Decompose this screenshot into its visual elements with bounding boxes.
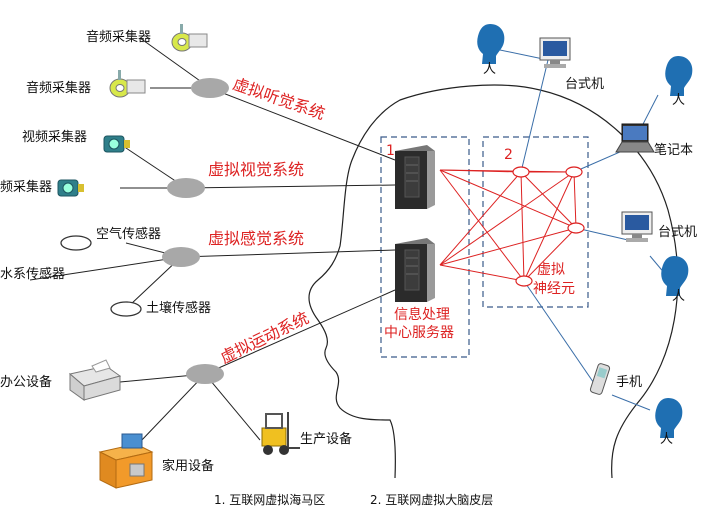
head-outline bbox=[308, 84, 679, 479]
audio-hub bbox=[191, 78, 229, 98]
video-camera-icon bbox=[57, 179, 84, 197]
home-equipment-label: 家用设备 bbox=[162, 459, 215, 474]
office-equipment-label: 办公设备 bbox=[0, 375, 53, 390]
person-icon bbox=[661, 256, 689, 296]
laptop-icon bbox=[615, 123, 655, 153]
server-icon bbox=[395, 238, 435, 302]
person-label: 人 bbox=[483, 62, 497, 77]
video-hub bbox=[167, 178, 205, 198]
desktop-label-2: 台式机 bbox=[658, 225, 698, 240]
audio-collector-label-1: 音频采集器 bbox=[86, 30, 152, 45]
production-equipment-label: 生产设备 bbox=[300, 432, 353, 447]
region-2-number: 2 bbox=[504, 147, 513, 163]
person-label: 人 bbox=[672, 289, 686, 304]
neuron-node bbox=[567, 222, 585, 234]
hippocampus-region-box bbox=[380, 136, 470, 358]
video-collector-label-2: 频采集器 bbox=[0, 180, 53, 195]
audio-collector-label-2: 音频采集器 bbox=[26, 81, 92, 96]
air-sensor-icon bbox=[60, 235, 92, 251]
sensor-hub bbox=[162, 247, 200, 267]
neural-links bbox=[439, 169, 577, 282]
neuron-node bbox=[515, 275, 533, 287]
printer-icon bbox=[68, 359, 122, 401]
soil-sensor-icon bbox=[110, 301, 142, 317]
neuron-node bbox=[512, 166, 530, 178]
person-label: 人 bbox=[660, 432, 674, 447]
water-sensor-label: 水系传感器 bbox=[0, 267, 66, 282]
video-camera-icon bbox=[103, 135, 130, 153]
server-icon bbox=[395, 145, 435, 209]
video-collector-label-1: 视频采集器 bbox=[22, 130, 88, 145]
person-label: 人 bbox=[672, 93, 686, 108]
cortex-region-box bbox=[482, 136, 589, 308]
virtual-sensing-system-label: 虚拟感觉系统 bbox=[208, 229, 305, 248]
neuron-node bbox=[565, 166, 583, 178]
server-label-line2: 中心服务器 bbox=[384, 325, 454, 341]
desktop-computer-icon bbox=[539, 37, 571, 68]
region-1-number: 1 bbox=[386, 143, 395, 159]
virtual-vision-system-label: 虚拟视觉系统 bbox=[208, 160, 305, 179]
laptop-label: 笔记本 bbox=[654, 143, 694, 158]
neuron-label-line1: 虚拟 bbox=[537, 262, 565, 278]
person-icon bbox=[665, 56, 693, 96]
mobile-phone-icon bbox=[589, 363, 611, 395]
motion-hub bbox=[186, 364, 224, 384]
desktop-computer-icon bbox=[621, 211, 653, 242]
audio-collector-icon bbox=[171, 24, 208, 52]
forklift-icon bbox=[261, 412, 300, 455]
air-sensor-label: 空气传感器 bbox=[96, 227, 162, 242]
server-label-line1: 信息处理 bbox=[394, 307, 450, 323]
neuron-label-line2: 神经元 bbox=[533, 281, 575, 297]
caption-cortex: 2. 互联网虚拟大脑皮层 bbox=[370, 493, 494, 507]
audio-collector-icon bbox=[109, 70, 146, 98]
person-icon bbox=[655, 398, 683, 438]
desktop-label-1: 台式机 bbox=[565, 77, 605, 92]
phone-label: 手机 bbox=[616, 375, 643, 390]
soil-sensor-label: 土壤传感器 bbox=[146, 301, 212, 316]
home-appliance-icon bbox=[98, 433, 154, 489]
person-icon bbox=[477, 24, 505, 64]
caption-hippocampus: 1. 互联网虚拟海马区 bbox=[214, 493, 326, 507]
